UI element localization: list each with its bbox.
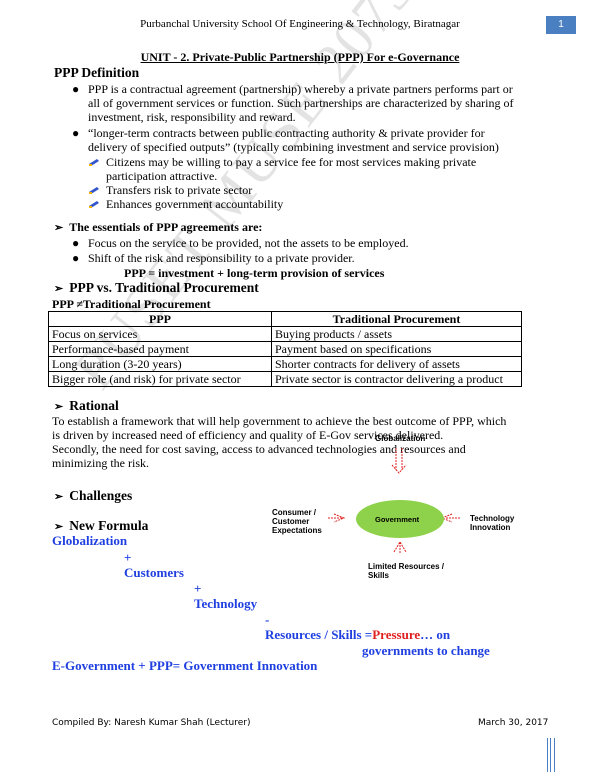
- text-line: investment, risk, responsibility and rew…: [88, 110, 296, 124]
- definition-bullet-1: ● PPP is a contractual agreement (partne…: [72, 82, 514, 124]
- text-line: Limited Resources /: [368, 562, 445, 571]
- table-cell: Buying products / assets: [271, 326, 522, 342]
- text-line: Technology: [470, 514, 515, 523]
- definition-bullet-2: ● “longer-term contracts between public …: [72, 126, 499, 154]
- column-header: PPP: [48, 311, 272, 327]
- bullet-dot-icon: ●: [72, 251, 80, 265]
- bullet-dot-icon: ●: [72, 236, 80, 250]
- essentials-bullet-2: ●Shift of the risk and responsibility to…: [72, 251, 355, 265]
- comparison-table: PPP Traditional Procurement Focus on ser…: [48, 311, 522, 387]
- text-line: Transfers risk to private sector: [106, 183, 253, 197]
- table-cell: Bigger role (and risk) for private secto…: [48, 371, 272, 387]
- page-title: UNIT - 2. Private-Public Partnership (PP…: [140, 50, 460, 64]
- government-ellipse: [356, 500, 444, 538]
- bullet-dot-icon: ●: [72, 82, 80, 96]
- page-number-badge: 1: [546, 16, 576, 34]
- page-header: Purbanchal University School Of Engineer…: [140, 18, 460, 30]
- text-line: PPP is a contractual agreement (partners…: [88, 82, 513, 96]
- text-line: Enhances government accountability: [106, 197, 284, 211]
- formula-customers: Customers: [124, 565, 184, 580]
- formula-resources-line: Resources / Skills =Pressure… on: [265, 627, 451, 642]
- table-row: Long duration (3-20 years) Shorter contr…: [48, 356, 522, 372]
- pressures-diagram: Globalization Government Consumer / Cust…: [270, 432, 530, 582]
- pen-bullet-icon: [89, 159, 99, 166]
- text-line: Innovation: [470, 523, 511, 532]
- table-row: Bigger role (and risk) for private secto…: [48, 371, 522, 387]
- ppp-definition-heading: PPP Definition: [54, 65, 140, 80]
- diagram-label-technology: Technology Innovation: [470, 514, 514, 532]
- ppp-equation: PPP = investment + long-term provision o…: [124, 266, 385, 280]
- bullet-dot-icon: ●: [72, 126, 80, 140]
- arrow-bullet-icon: ➢: [54, 491, 64, 503]
- text-line: Secondly, the need for cost saving, acce…: [52, 442, 466, 456]
- table-cell: Shorter contracts for delivery of assets: [271, 356, 522, 372]
- text-line: Expectations: [272, 526, 322, 535]
- text-line: is driven by increased need of efficienc…: [52, 428, 444, 442]
- definition-sub-bullets: Citizens may be willing to pay a service…: [89, 155, 477, 211]
- table-header-row: PPP Traditional Procurement: [48, 311, 522, 327]
- table-row: Performance-based payment Payment based …: [48, 341, 522, 357]
- rational-heading: ➢Rational: [54, 398, 119, 413]
- arrow-bullet-icon: ➢: [54, 521, 64, 533]
- text-line: Consumer /: [272, 508, 317, 517]
- text-line: Skills: [368, 571, 389, 580]
- text-line: Citizens may be willing to pay a service…: [106, 155, 477, 169]
- arrow-bullet-icon: ➢: [54, 283, 64, 295]
- essentials-heading: ➢The essentials of PPP agreements are:: [54, 220, 263, 234]
- table-row: Focus on services Buying products / asse…: [48, 326, 522, 342]
- table-cell: Long duration (3-20 years): [48, 356, 272, 372]
- pen-bullet-icon: [89, 187, 99, 194]
- new-formula-heading: ➢New Formula: [54, 518, 149, 533]
- table-cell: Focus on services: [48, 326, 272, 342]
- arrow-bullet-icon: ➢: [54, 222, 64, 234]
- diagram-label-globalization: Globalization: [375, 434, 426, 443]
- text-line: To establish a framework that will help …: [52, 414, 507, 428]
- formula-plus-1: +: [124, 550, 132, 565]
- formula-minus: -: [265, 612, 270, 627]
- footer-author: Compiled By: Naresh Kumar Shah (Lecturer…: [52, 718, 251, 728]
- formula-plus-2: +: [194, 581, 202, 596]
- text-line: participation attractive.: [106, 169, 218, 183]
- table-cell: Private sector is contractor delivering …: [271, 371, 522, 387]
- column-header: Traditional Procurement: [271, 311, 522, 327]
- text-line: delivery of specified outputs” (typicall…: [88, 140, 499, 154]
- table-cell: Performance-based payment: [48, 341, 272, 357]
- formula-final: E-Government + PPP= Government Innovatio…: [52, 658, 318, 673]
- ppp-not-equal-subheading: PPP ≠Traditional Procurement: [52, 297, 211, 311]
- diagram-label-resources: Limited Resources / Skills: [368, 562, 444, 580]
- footer-date: March 30, 2017: [478, 718, 549, 728]
- text-line: “longer-term contracts between public co…: [88, 126, 485, 140]
- pen-bullet-icon: [89, 201, 99, 208]
- essentials-bullet-1: ●Focus on the service to be provided, no…: [72, 236, 409, 250]
- diagram-arrows: [328, 448, 460, 554]
- formula-globalization: Globalization: [52, 533, 128, 548]
- challenges-heading: ➢Challenges: [54, 488, 133, 503]
- diagram-label-consumer: Consumer / Customer Expectations: [272, 508, 322, 535]
- formula-line-2: governments to change: [362, 643, 490, 658]
- formula-technology: Technology: [194, 596, 258, 611]
- arrow-bullet-icon: ➢: [54, 401, 64, 413]
- pressure-word: Pressure: [372, 627, 421, 642]
- text-line: minimizing the risk.: [52, 456, 149, 470]
- footer-rule-marks: [547, 738, 555, 772]
- ppp-vs-heading: ➢PPP vs. Traditional Procurement: [54, 280, 259, 295]
- rational-paragraph: To establish a framework that will help …: [52, 414, 506, 470]
- diagram-center-label: Government: [375, 515, 420, 524]
- text-line: Customer: [272, 517, 310, 526]
- table-cell: Payment based on specifications: [271, 341, 522, 357]
- text-line: all of government services or function. …: [88, 96, 514, 110]
